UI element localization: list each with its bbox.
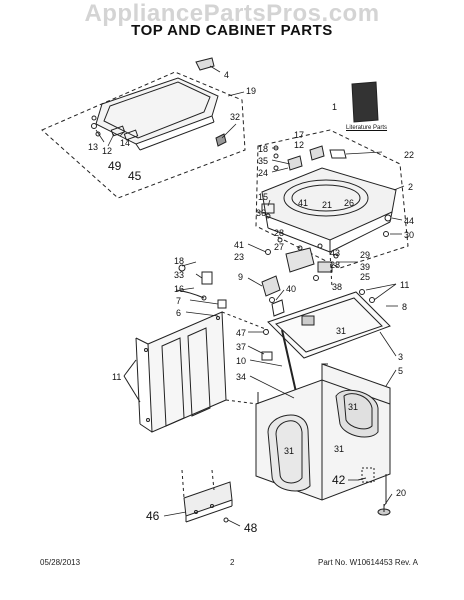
callout-41b: 41	[234, 240, 244, 250]
top-panel-outline	[255, 129, 409, 269]
callout-22: 22	[404, 150, 414, 160]
callout-25: 25	[360, 272, 370, 282]
hinge-bracket-part	[261, 203, 275, 219]
callout-31c: 31	[284, 446, 294, 456]
callout-9: 9	[238, 272, 243, 282]
callout-12: 12	[102, 146, 112, 156]
callout-5: 5	[398, 366, 403, 376]
callout-29: 29	[360, 250, 370, 260]
console-brackets	[273, 145, 347, 171]
callout-39: 39	[360, 262, 370, 272]
callout-41a: 41	[298, 198, 308, 208]
switch-bracket-part	[265, 237, 323, 273]
leveling-foot-part	[377, 504, 391, 516]
callout-17: 17	[294, 130, 304, 140]
callout-31a: 31	[336, 326, 346, 336]
callout-26: 26	[344, 198, 354, 208]
callout-8: 8	[402, 302, 407, 312]
callout-24: 24	[258, 168, 268, 178]
callout-11b: 11	[112, 372, 121, 382]
callout-19: 19	[246, 86, 256, 96]
callout-49: 49	[108, 159, 122, 173]
callout-11a: 11	[400, 280, 409, 290]
callout-10: 10	[236, 356, 246, 366]
footer-date: 05/28/2013	[40, 558, 81, 567]
callout-34: 34	[236, 372, 246, 382]
top-hardware-part	[383, 214, 392, 237]
callout-18a: 18	[258, 144, 268, 154]
callout-14: 14	[120, 138, 130, 148]
callout-20: 20	[396, 488, 406, 498]
cabinet-top-frame-part	[267, 275, 391, 359]
callout-1: 1	[332, 102, 337, 112]
callout-42: 42	[332, 473, 346, 487]
callout-40: 40	[286, 284, 296, 294]
callout-31b: 31	[348, 402, 358, 412]
lid-assembly-outline	[41, 71, 246, 199]
callout-7: 7	[176, 296, 181, 306]
callout-3: 3	[398, 352, 403, 362]
callout-12b: 12	[294, 140, 304, 150]
callout-37: 37	[236, 342, 246, 352]
rear-panel-part	[135, 311, 227, 433]
callout-44: 44	[404, 216, 414, 226]
callout-27: 27	[274, 242, 284, 252]
callout-45: 45	[128, 169, 142, 183]
callout-4: 4	[224, 70, 229, 80]
callout-28b: 28	[330, 260, 340, 270]
site-watermark: AppliancePartsPros.com	[84, 0, 380, 27]
page-title: TOP AND CABINET PARTS	[131, 22, 333, 39]
callout-47: 47	[236, 328, 246, 338]
callout-30: 30	[404, 230, 414, 240]
callout-15: 15	[258, 192, 268, 202]
footer-page-number: 2	[230, 558, 235, 567]
callout-43: 43	[330, 248, 340, 258]
callout-16: 16	[174, 284, 184, 294]
callout-32: 32	[230, 112, 240, 122]
callout-48: 48	[244, 521, 258, 535]
harness-parts	[175, 264, 227, 309]
callout-2: 2	[408, 182, 413, 192]
callout-38: 38	[332, 282, 342, 292]
callout-36: 36	[256, 208, 266, 218]
callout-28a: 28	[274, 228, 284, 238]
callout-46: 46	[146, 509, 160, 523]
footer-part-number: Part No. W10614453 Rev. A	[318, 558, 418, 567]
callout-35: 35	[258, 156, 268, 166]
callout-33: 33	[174, 270, 184, 280]
callout-18b: 18	[174, 256, 184, 266]
lid-part	[95, 77, 219, 151]
lid-switch-part	[261, 275, 285, 317]
leader-lines	[95, 65, 405, 527]
literature-booklet	[351, 81, 379, 123]
callout-21: 21	[322, 200, 332, 210]
callout-31d: 31	[334, 444, 344, 454]
cabinet-part	[255, 363, 391, 504]
callout-13: 13	[88, 142, 98, 152]
lid-hinge-part	[91, 115, 139, 141]
base-bracket-part	[181, 469, 233, 523]
clip-part	[195, 57, 215, 71]
callout-23: 23	[234, 252, 244, 262]
callout-labels: 4 19 1 32 13 12 14 49 45 17 18 12 35 24 …	[88, 70, 414, 535]
literature-parts-label: Literature Parts	[346, 125, 388, 131]
lid-lock-part	[317, 253, 339, 273]
callout-6: 6	[176, 308, 181, 318]
